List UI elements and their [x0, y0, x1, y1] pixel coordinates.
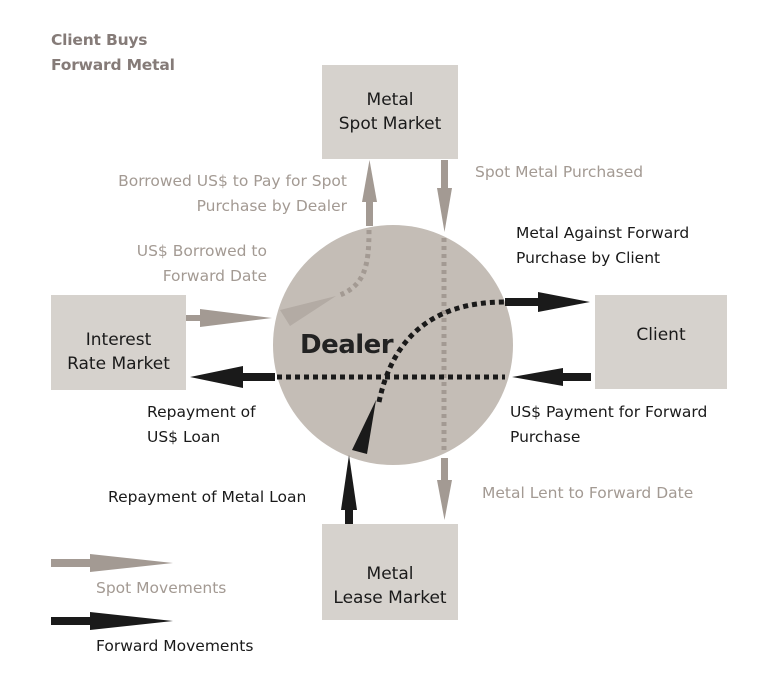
diagram-title: Client Buys Forward Metal	[51, 28, 175, 78]
label-line: Metal Against Forward	[516, 224, 690, 242]
node-metal-spot-market: Metal Spot Market	[322, 65, 458, 159]
label-line: Borrowed US$ to Pay for Spot	[118, 172, 347, 190]
label-spot-metal-purchased: Spot Metal Purchased	[475, 163, 644, 181]
node-label: Spot Market	[338, 114, 442, 134]
label-usd-borrowed-forward: US$ Borrowed to Forward Date	[137, 239, 267, 289]
arrow-metal-lent-forward	[437, 458, 452, 520]
arrow-borrowed-usd-spot	[362, 160, 377, 226]
forward-metal-curved-path	[376, 299, 506, 403]
label-line: Purchase by Client	[516, 249, 661, 267]
label-line: Purchase	[510, 428, 581, 446]
arrow-metal-against-forward	[505, 292, 590, 312]
node-interest-rate-market: Interest Rate Market	[51, 295, 186, 390]
legend-forward-label: Forward Movements	[96, 637, 254, 655]
legend-forward-arrow	[51, 612, 173, 630]
label-line: US$ Loan	[147, 428, 221, 446]
node-label: Client	[636, 325, 686, 345]
node-label: Lease Market	[333, 588, 447, 608]
spot-usd-inner-arrowhead	[280, 296, 336, 326]
label-line: US$ Borrowed to	[136, 242, 267, 260]
label-metal-lent-forward: Metal Lent to Forward Date	[482, 484, 694, 502]
title-line-2: Forward Metal	[51, 56, 175, 74]
legend-spot-label: Spot Movements	[96, 579, 227, 597]
label-borrowed-usd-spot: Borrowed US$ to Pay for Spot Purchase by…	[118, 169, 347, 219]
label-metal-against-forward: Metal Against Forward Purchase by Client	[516, 221, 689, 271]
arrow-spot-metal-purchased	[437, 160, 452, 232]
node-label: Metal	[366, 564, 414, 584]
forward-metal-inner-arrowhead	[352, 400, 376, 454]
legend-spot-arrow	[51, 554, 173, 572]
label-line: Forward Date	[162, 267, 267, 285]
dealer-circle	[273, 225, 513, 465]
label-line: Repayment of	[147, 403, 256, 421]
node-client: Client	[595, 295, 727, 389]
node-label: Rate Market	[67, 353, 170, 374]
label-repayment-usd-loan: Repayment of US$ Loan	[147, 400, 256, 450]
title-line-1: Client Buys	[51, 31, 148, 49]
spot-usd-curved-path	[338, 229, 372, 298]
node-label: Metal	[366, 90, 414, 110]
label-repayment-metal-loan: Repayment of Metal Loan	[108, 488, 307, 506]
node-dealer-label: Dealer	[300, 330, 394, 360]
node-label: Interest	[85, 329, 152, 350]
label-usd-payment-forward: US$ Payment for Forward Purchase	[510, 400, 707, 450]
node-metal-lease-market: Metal Lease Market	[322, 524, 458, 620]
label-line: Purchase by Dealer	[196, 197, 347, 215]
arrow-repayment-usd-loan	[190, 366, 275, 388]
label-line: US$ Payment for Forward	[510, 403, 708, 421]
arrow-usd-payment-forward	[512, 368, 591, 386]
